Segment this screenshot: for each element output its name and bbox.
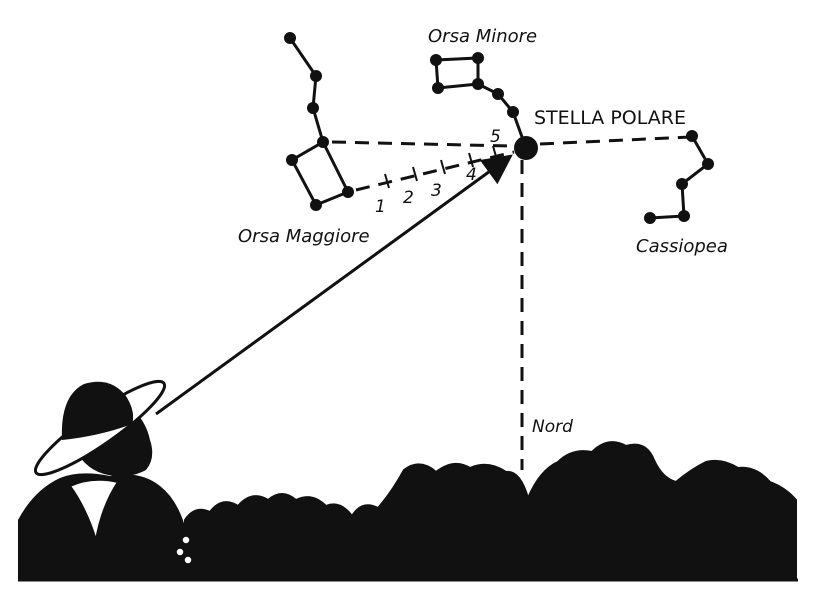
polaris-star (514, 136, 538, 160)
distance-mark-3: 3 (431, 181, 442, 201)
cassiopeia (649, 135, 710, 220)
scout-figure (18, 379, 200, 580)
scout-hat-crown (61, 381, 134, 440)
big-dipper (288, 37, 351, 207)
cassiopeia-stars (644, 130, 714, 224)
big-dipper-stars (284, 32, 354, 211)
little-dipper (434, 56, 528, 149)
little-dipper-stars (430, 52, 519, 118)
distance-mark-2: 2 (403, 188, 414, 208)
sight-arrow (155, 154, 513, 416)
label-nord: Nord (532, 417, 573, 437)
scout-buttons (175, 535, 193, 565)
guide-lines (331, 135, 691, 470)
label-orsa-minore: Orsa Minore (428, 26, 537, 47)
scout-neckerchief (68, 478, 120, 541)
dipper-top-guide (331, 140, 513, 148)
label-stella-polare: STELLA POLARE (534, 107, 686, 129)
polaris-cassiopeia-guide (539, 135, 691, 146)
scout-body (18, 473, 200, 580)
treeline-silhouette (184, 441, 797, 581)
distance-mark-4: 4 (466, 165, 477, 185)
distance-mark-5: 5 (490, 127, 501, 147)
distance-numbers: 1 2 3 4 5 (375, 127, 501, 217)
dipper-bottom-guide (355, 150, 515, 192)
label-orsa-maggiore: Orsa Maggiore (238, 226, 370, 247)
distance-mark-1: 1 (375, 197, 386, 217)
label-cassiopea: Cassiopea (636, 236, 728, 257)
